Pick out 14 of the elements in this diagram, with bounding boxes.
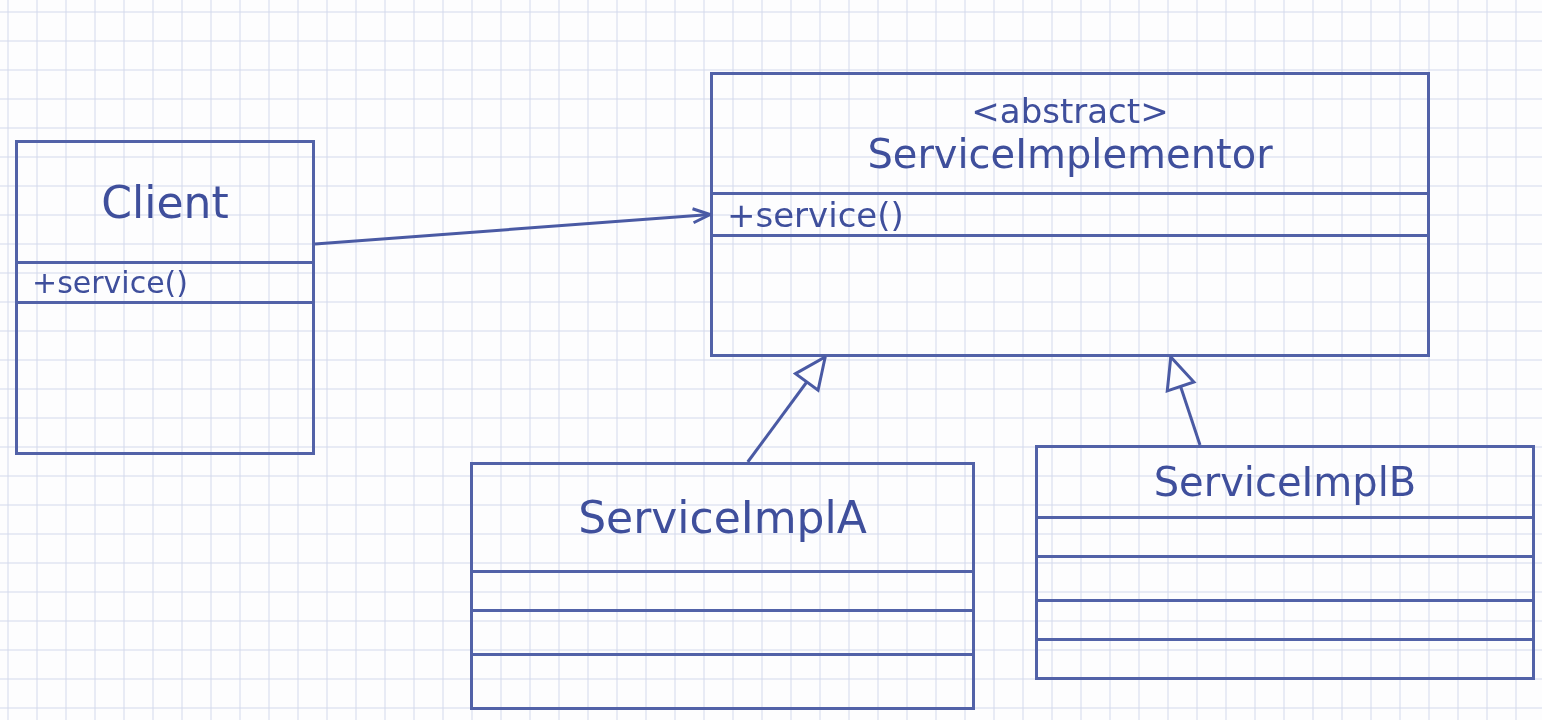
method-name: +service() (727, 194, 904, 235)
class-box (470, 462, 975, 710)
class-name: ServiceImplB (1153, 459, 1417, 505)
stereotype-label: <abstract> (971, 90, 1169, 131)
class-box (15, 140, 315, 455)
class-name: ServiceImplA (578, 492, 867, 544)
association-arrow (314, 207, 712, 246)
method-name: +service() (32, 265, 188, 300)
inheritance-arrow (746, 355, 827, 463)
class-name: Client (101, 176, 229, 228)
inheritance-arrow (1165, 355, 1202, 446)
class-name: ServiceImplementor (867, 130, 1273, 177)
class-box (1035, 445, 1535, 680)
class-box (710, 72, 1430, 357)
